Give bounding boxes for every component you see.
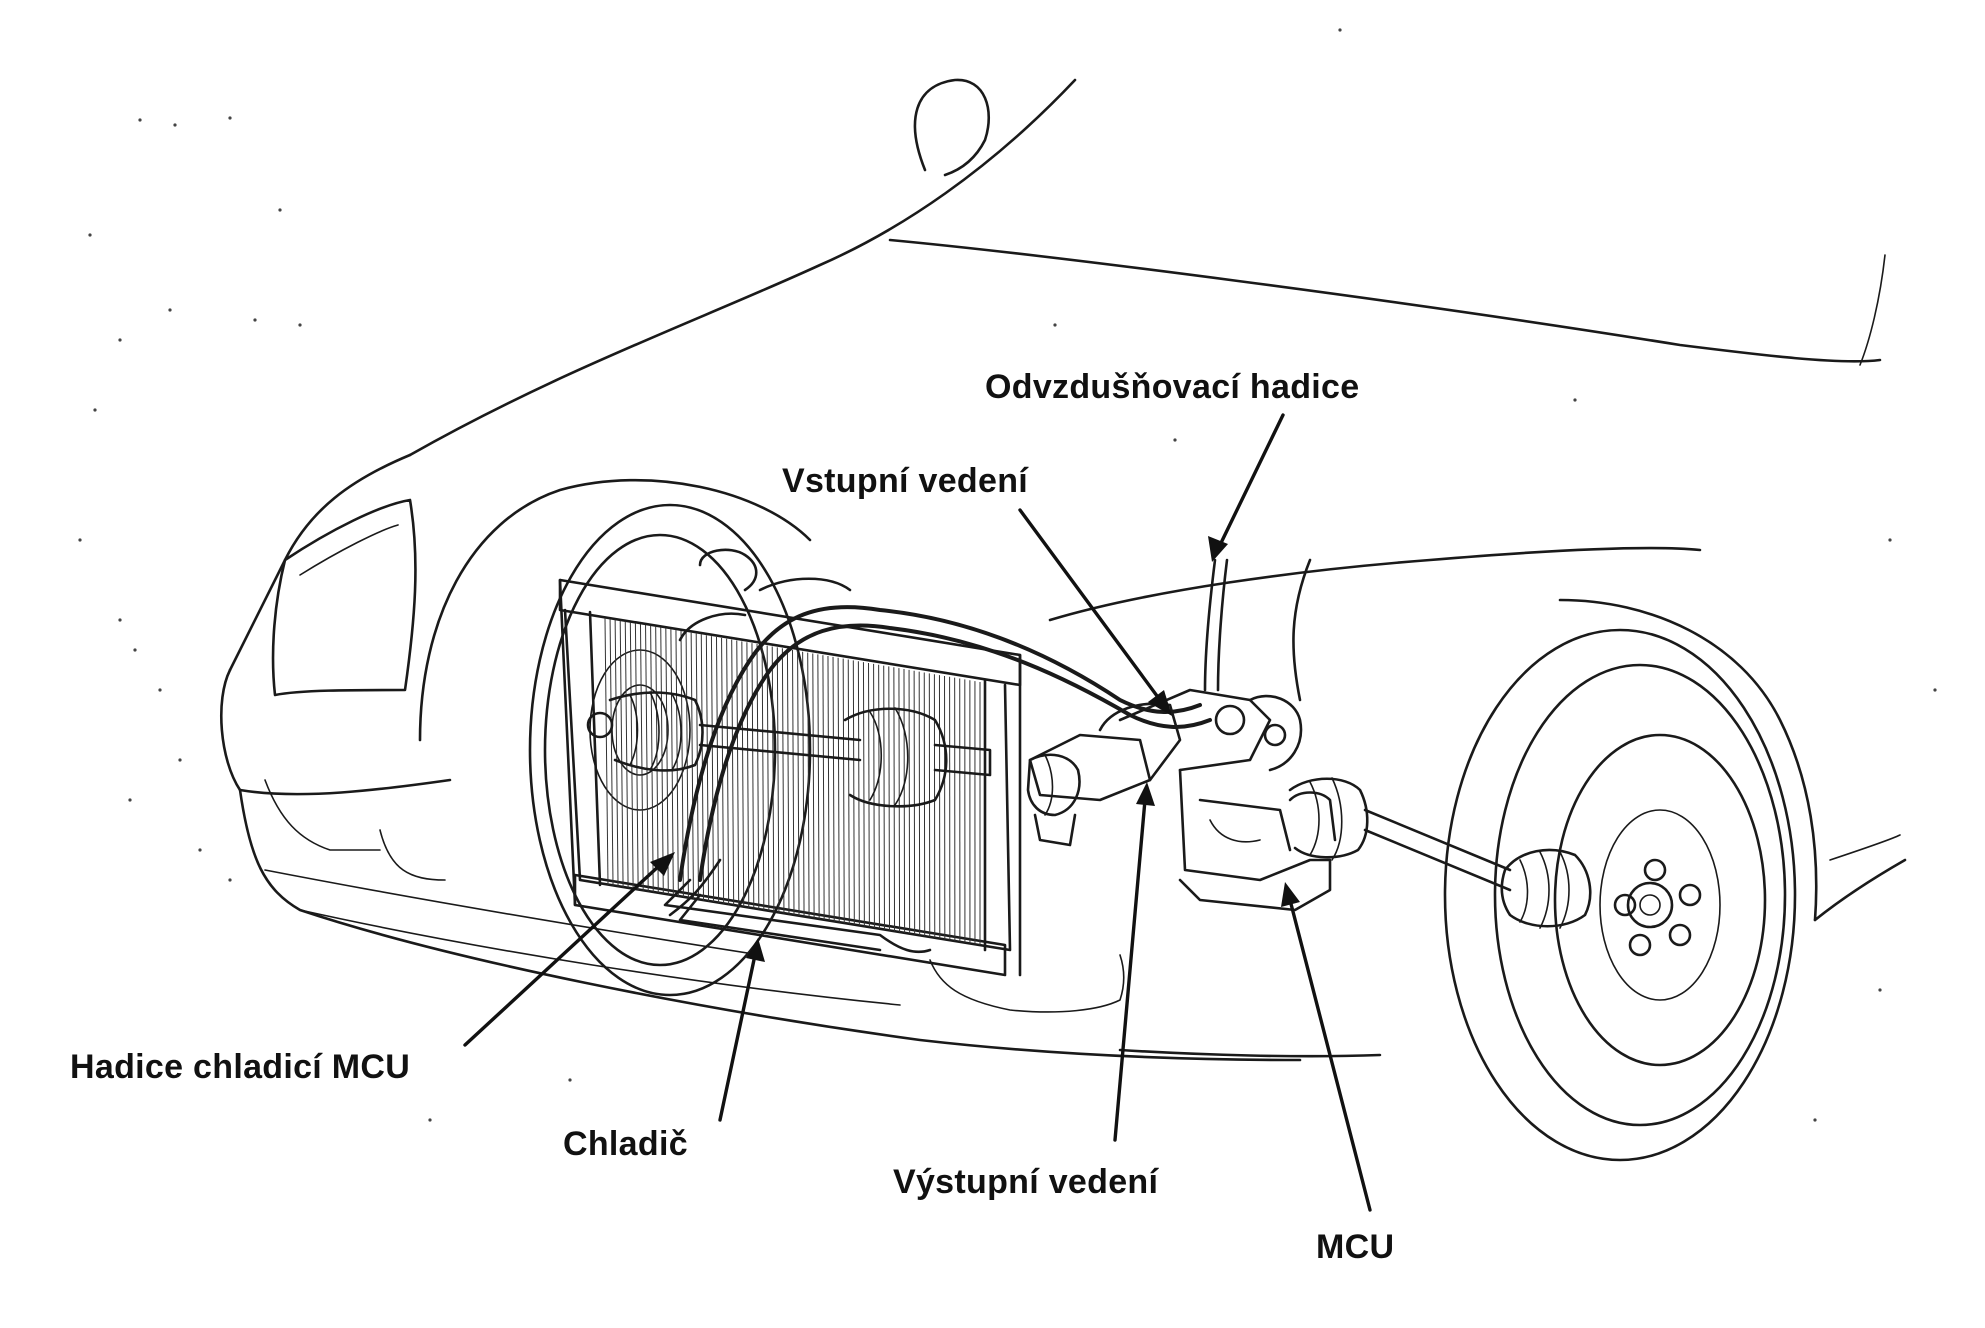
radiator-fin (848, 660, 849, 924)
speckle-dot (1173, 438, 1176, 441)
label-hadice-chladici-mcu: Hadice chladicí MCU (70, 1048, 410, 1087)
transmission-assembly (1028, 560, 1510, 910)
radiator-fin (843, 659, 844, 923)
radiator-fin (640, 624, 643, 891)
radiator-fin (630, 622, 633, 889)
radiator-fin (651, 626, 654, 893)
radiator-fin (874, 664, 875, 928)
speckle-dot (1338, 28, 1341, 31)
radiator-fin (889, 666, 890, 930)
radiator-fin (706, 635, 708, 901)
radiator-fin (646, 625, 649, 892)
radiator-fin (686, 632, 688, 898)
radiator-fin (666, 628, 669, 894)
speckle-dot (133, 648, 136, 651)
label-vstupni-vedeni: Vstupní vedení (782, 462, 1028, 501)
radiator (560, 550, 1020, 975)
speckle-dot (88, 233, 91, 236)
speckle-dot (173, 123, 176, 126)
speckle-dot (178, 758, 181, 761)
radiator-fin (625, 621, 628, 888)
radiator-fin (853, 660, 854, 924)
right-wheel (1445, 630, 1795, 1160)
radiator-fin (605, 618, 608, 885)
radiator-fin (696, 634, 698, 900)
radiator-fin (828, 656, 829, 921)
radiator-fin (823, 655, 824, 920)
speckle-dot (228, 116, 231, 119)
radiator-fin (676, 630, 678, 896)
radiator-fin (610, 619, 613, 886)
speckle-dot (168, 308, 171, 311)
speckle-dot (428, 1118, 431, 1121)
radiator-fin (635, 623, 638, 890)
radiator-fin (782, 648, 784, 913)
radiator-fin (899, 668, 900, 932)
radiator-fin (808, 653, 809, 918)
radiator-fins (605, 618, 980, 945)
speckle-dot (78, 538, 81, 541)
radiator-fin (818, 654, 819, 919)
speckle-dot (1053, 323, 1056, 326)
speckle-dot (278, 208, 281, 211)
speckle-dot (93, 408, 96, 411)
speckle-dot (198, 848, 201, 851)
label-chladic: Chladič (563, 1125, 688, 1164)
radiator-fin (863, 662, 864, 926)
speckle-dot (128, 798, 131, 801)
radiator-fin (620, 621, 623, 888)
radiator-fin (656, 627, 659, 893)
radiator-fin (879, 665, 880, 929)
radiator-fin (833, 657, 834, 922)
speckle-dot (1573, 398, 1576, 401)
scan-speckles (78, 28, 1936, 1121)
speckle-dot (1878, 988, 1881, 991)
speckle-dot (138, 118, 141, 121)
radiator-fin (894, 667, 895, 931)
radiator-fin (813, 653, 814, 918)
radiator-fin (858, 661, 859, 925)
label-vystupni-vedeni: Výstupní vedení (893, 1163, 1158, 1202)
speckle-dot (158, 688, 161, 691)
radiator-fin (793, 650, 795, 915)
speckle-dot (568, 1078, 571, 1081)
speckle-dot (253, 318, 256, 321)
label-odvzdusnovaci-hadice: Odvzdušňovací hadice (985, 368, 1359, 407)
speckle-dot (298, 323, 301, 326)
speckle-dot (1813, 1118, 1816, 1121)
leader-lines (465, 415, 1370, 1210)
radiator-fin (747, 642, 749, 907)
speckle-dot (228, 878, 231, 881)
speckle-dot (118, 618, 121, 621)
radiator-fin (838, 658, 839, 923)
radiator-fin (711, 636, 713, 902)
radiator-fin (787, 649, 789, 914)
radiator-fin (727, 639, 729, 905)
radiator-fin (752, 643, 754, 908)
speckle-dot (1888, 538, 1891, 541)
speckle-dot (118, 338, 121, 341)
speckle-dot (1933, 688, 1936, 691)
radiator-fin (803, 652, 804, 917)
label-mcu: MCU (1316, 1228, 1394, 1267)
radiator-fin (732, 640, 734, 906)
radiator-fin (884, 666, 885, 930)
radiator-fin (742, 641, 744, 907)
radiator-fin (869, 663, 870, 927)
radiator-fin (777, 647, 779, 912)
radiator-fin (798, 651, 799, 916)
